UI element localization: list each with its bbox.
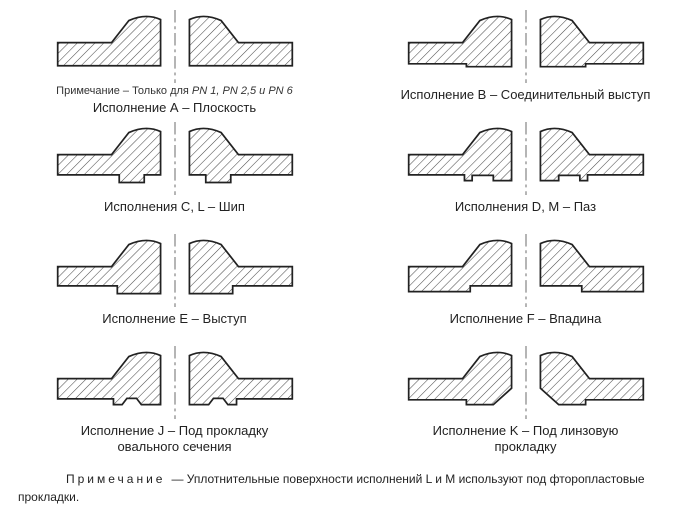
flange-cross-section-svg [407, 121, 644, 196]
figure-a: Примечание – Только для PN 1, PN 2,5 и P… [10, 8, 339, 118]
flange-drawing-a [50, 8, 300, 85]
figure-j-caption: Исполнение J – Под прокладку овального с… [80, 423, 269, 455]
flange-cross-section-svg [407, 345, 644, 420]
figure-b: Исполнение В – Соединительный выступ [361, 8, 690, 118]
figure-a-note-pn: PN 1, PN 2,5 и PN 6 [191, 85, 293, 97]
flange-body [407, 127, 644, 182]
figure-e-caption: Исполнение Е – Выступ [102, 311, 247, 326]
figure-d-m-caption: Исполнения D, М – Паз [454, 199, 597, 214]
figure-a-note-prefix: Примечание – Только для [56, 85, 192, 97]
flange-drawing-j [50, 344, 300, 421]
figure-c-l-caption: Исполнения C, L – Шип [104, 199, 245, 214]
figure-a-caption: Исполнение А – Плоскость [92, 100, 257, 116]
flange-drawing-f [401, 232, 651, 309]
flange-body [56, 239, 293, 295]
figure-grid: Примечание – Только для PN 1, PN 2,5 и P… [10, 8, 690, 456]
flange-drawing-d-m [401, 120, 651, 197]
flange-drawing-b [401, 8, 651, 85]
flange-cross-section-svg [56, 345, 293, 420]
flange-cross-section-svg [56, 9, 293, 84]
flange-body [407, 239, 644, 293]
footnote: Примечание— Уплотнительные поверхности и… [18, 470, 676, 506]
footnote-text: — Уплотнительные поверхности исполнений … [18, 471, 645, 504]
figure-k-caption: Исполнение K – Под линзовую прокладку [432, 423, 619, 455]
figure-a-note: Примечание – Только для PN 1, PN 2,5 и P… [56, 85, 293, 98]
flange-body [407, 351, 644, 406]
figure-c-l: Исполнения C, L – Шип [10, 120, 339, 230]
flange-cross-section-svg [56, 233, 293, 308]
flange-cross-section-svg [56, 121, 293, 196]
figure-d-m: Исполнения D, М – Паз [361, 120, 690, 230]
flange-body [56, 127, 293, 184]
flange-cross-section-svg [407, 9, 644, 84]
figure-f: Исполнение F – Впадина [361, 232, 690, 342]
figure-b-caption: Исполнение В – Соединительный выступ [400, 87, 651, 102]
figure-k: Исполнение K – Под линзовую прокладку [361, 344, 690, 456]
flange-drawing-k [401, 344, 651, 421]
flange-body [56, 351, 293, 406]
figure-e: Исполнение Е – Выступ [10, 232, 339, 342]
figure-j: Исполнение J – Под прокладку овального с… [10, 344, 339, 456]
flange-body [56, 15, 293, 67]
flange-drawing-e [50, 232, 300, 309]
flange-drawing-c-l [50, 120, 300, 197]
flange-cross-section-svg [407, 233, 644, 308]
figure-f-caption: Исполнение F – Впадина [449, 311, 602, 326]
flange-body [407, 15, 644, 68]
footnote-label: Примечание [66, 471, 166, 486]
